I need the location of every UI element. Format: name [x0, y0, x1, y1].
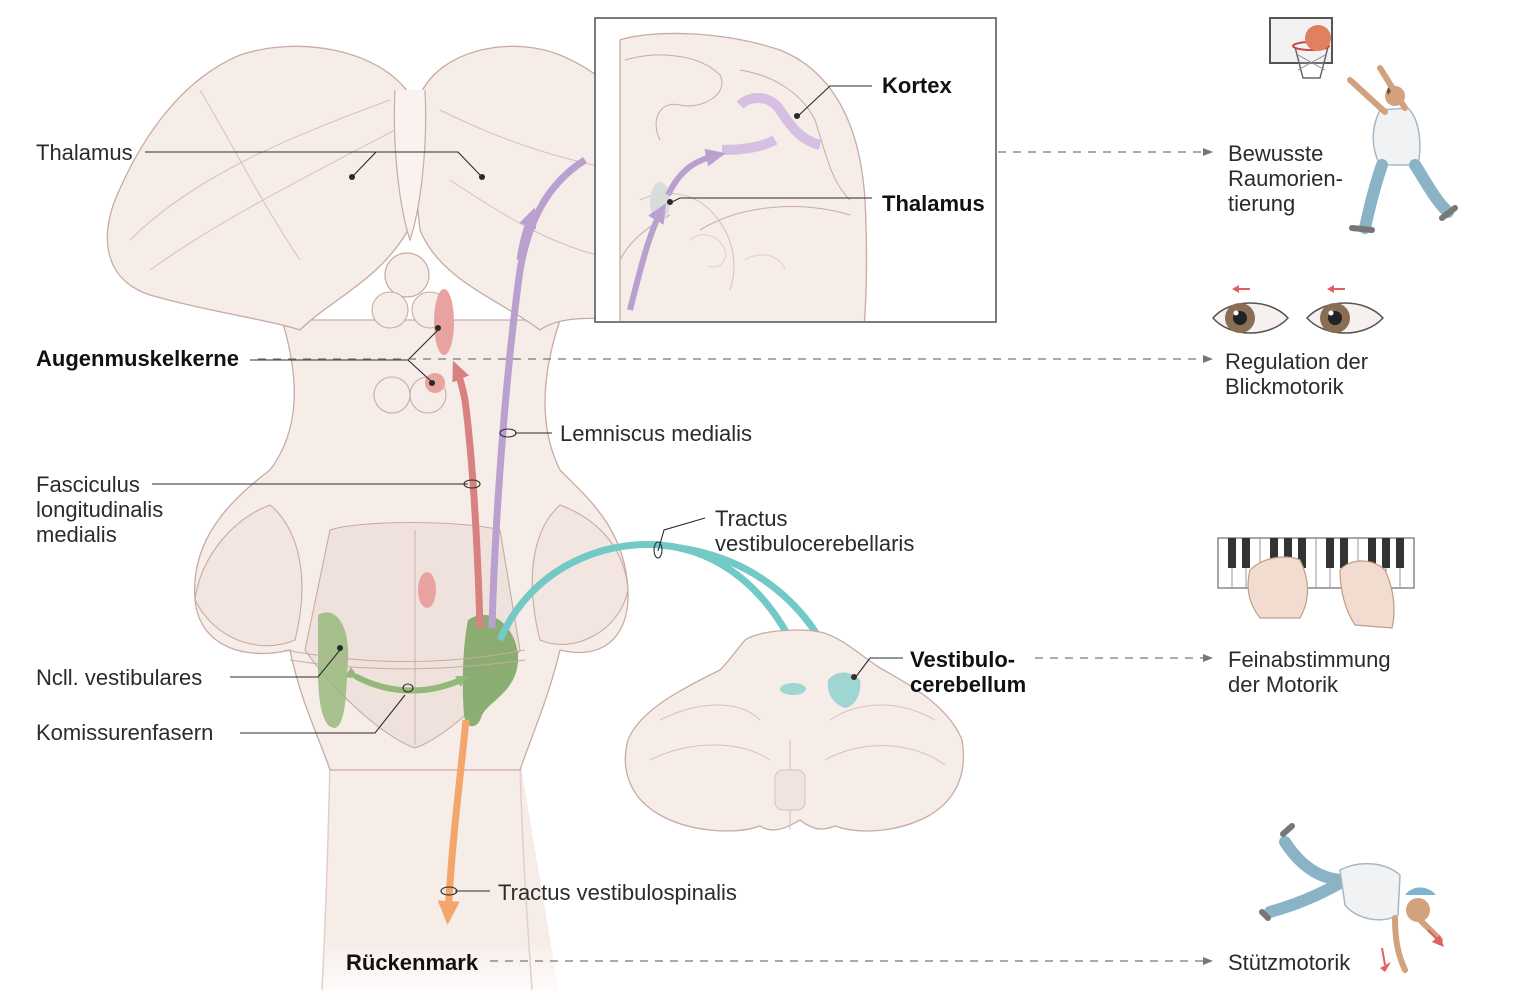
vestibulospinal-path	[437, 719, 470, 925]
label-line: Tractus	[715, 506, 788, 531]
basketball-player-icon	[1269, 17, 1458, 234]
label-line: medialis	[36, 522, 117, 547]
cortex-inset	[594, 17, 997, 323]
label-vestibulocerebellum: Vestibulo- cerebellum	[910, 647, 1026, 697]
label-line: Blickmotorik	[1225, 374, 1344, 399]
piano-hands-icon	[1217, 537, 1415, 629]
label-lemniscus-medialis: Lemniscus medialis	[560, 421, 752, 446]
label-line: Raumorien-	[1228, 166, 1343, 191]
fasciculus-path	[452, 360, 484, 629]
lemniscus-medialis-path	[488, 157, 587, 629]
label-line: Feinabstimmung	[1228, 647, 1391, 672]
inset-lemniscus-path	[627, 203, 667, 311]
label-line: Vestibulo-	[910, 647, 1016, 672]
label-tractus-vestibulocerebellaris: Tractus vestibulocerebellaris	[715, 506, 914, 556]
outcome-arrows	[258, 148, 1213, 965]
label-fasciculus-longitudinalis-medialis: Fasciculus longitudinalis medialis	[36, 472, 163, 547]
label-thalamus: Thalamus	[36, 140, 133, 165]
label-tractus-vestibulospinalis: Tractus vestibulospinalis	[498, 880, 737, 905]
label-komissurenfasern: Komissurenfasern	[36, 720, 214, 745]
label-rueckenmark: Rückenmark	[346, 950, 479, 975]
label-augenmuskelkerne: Augenmuskelkerne	[36, 346, 239, 371]
label-line: Bewusste	[1228, 141, 1324, 166]
falling-person-icon	[1259, 823, 1444, 973]
eyes-gaze-icon	[1212, 285, 1385, 334]
outcome-raumorientierung: Bewusste Raumorien- tierung	[1228, 141, 1343, 216]
leader-lines	[145, 85, 903, 896]
label-line: Regulation der	[1225, 349, 1369, 374]
label-line: cerebellum	[910, 672, 1027, 697]
label-line: tierung	[1228, 191, 1296, 216]
label-ncll-vestibulares: Ncll. vestibulares	[36, 665, 203, 690]
cerebellum-section	[624, 629, 965, 832]
label-kortex: Kortex	[882, 73, 952, 98]
outcome-feinabstimmung: Feinabstimmung der Motorik	[1228, 647, 1391, 697]
label-thalamus-inset: Thalamus	[882, 191, 985, 216]
label-line: Fasciculus	[36, 472, 140, 497]
label-line: der Motorik	[1228, 672, 1339, 697]
outcome-blickmotorik: Regulation der Blickmotorik	[1225, 349, 1368, 399]
label-line: vestibulocerebellaris	[715, 531, 915, 556]
outcome-stuetzmotorik: Stützmotorik	[1228, 950, 1351, 975]
label-line: longitudinalis	[36, 497, 164, 522]
